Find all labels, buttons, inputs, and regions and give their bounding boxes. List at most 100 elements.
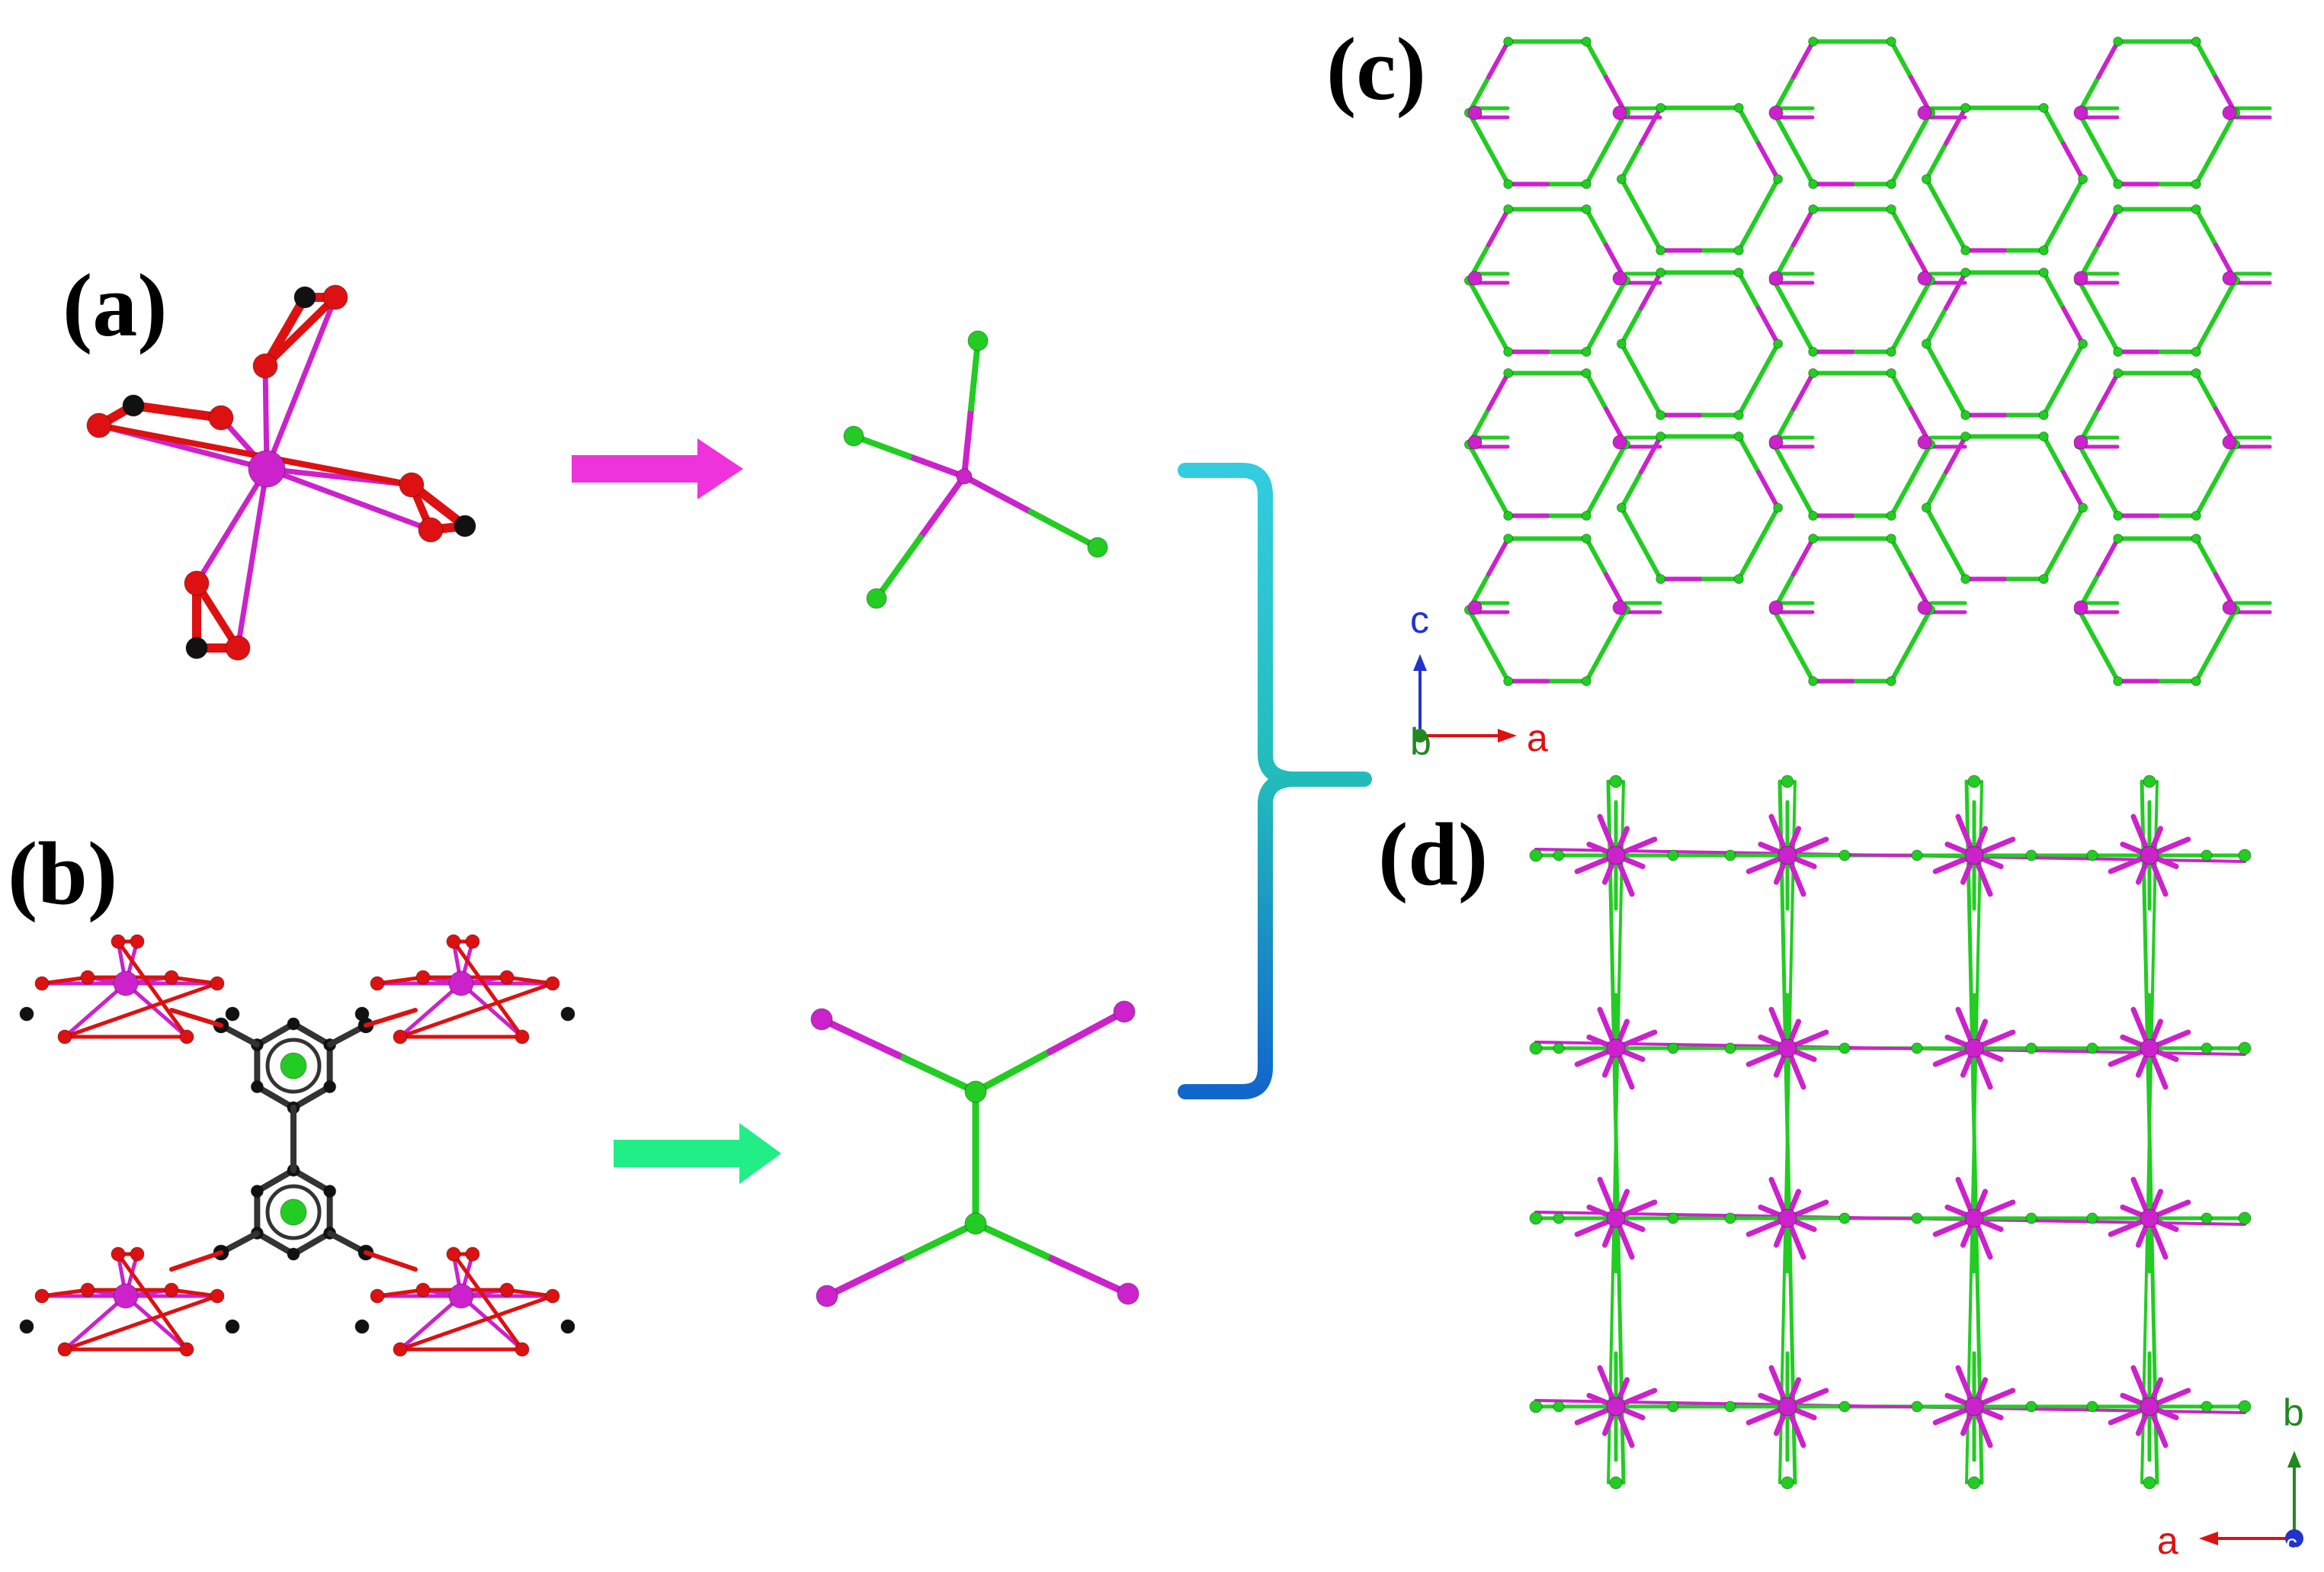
network-edge [2041, 270, 2066, 311]
network-edge [2060, 306, 2085, 346]
network-node [2238, 849, 2252, 862]
network-node [1724, 1400, 1736, 1413]
network-node [1616, 338, 1627, 349]
ring-carbon-atom [287, 1017, 300, 1031]
network-node [1781, 775, 1794, 788]
network-node [1503, 511, 1514, 521]
network-node [1581, 511, 1592, 521]
network-node [1581, 533, 1592, 544]
network-edge [2041, 377, 2066, 418]
oxygen-atom [57, 1342, 72, 1357]
network-node [1529, 1041, 1543, 1055]
network-edge [1603, 442, 1628, 483]
network-node [2143, 1476, 2156, 1490]
carbon-atom [293, 286, 316, 309]
metal-node-atom [1768, 105, 1784, 120]
network-node [1911, 849, 1923, 861]
network-edge [2096, 39, 2120, 80]
panel-b-label: (b) [8, 823, 117, 923]
network-edge [2194, 643, 2218, 684]
network-node [2113, 36, 2124, 47]
metal-node-atom [1467, 600, 1483, 615]
network-edge [1486, 39, 1511, 80]
metal-node-atom [2140, 1397, 2159, 1416]
network-node [1553, 849, 1565, 861]
network-node [1886, 676, 1896, 687]
network-node [1616, 174, 1627, 184]
network-edge [1486, 536, 1511, 577]
metal-node-atom [810, 1008, 833, 1031]
network-node [1724, 1212, 1736, 1224]
metal-node-atom [2073, 105, 2088, 120]
node-link [906, 453, 967, 480]
oxygen-atom [130, 1246, 145, 1262]
carbon-atom [19, 1319, 34, 1334]
oxygen-atom [111, 1246, 126, 1262]
oxygen-atom [179, 1029, 194, 1044]
network-edge [2096, 643, 2120, 684]
oxygen-atom [130, 934, 145, 949]
linker-center-atom [866, 588, 887, 609]
axis-a-label-d: a [2157, 1519, 2178, 1562]
network-node [1656, 267, 1666, 278]
network-edge [2096, 313, 2120, 355]
tetrahedral-node-simplification [843, 330, 1108, 609]
oxygen-atom [164, 970, 179, 985]
axis-b-label-c: b [1410, 720, 1431, 763]
metal-node-atom [1917, 105, 1932, 120]
network-node [2113, 367, 2124, 378]
network-node [2078, 338, 2088, 349]
aromatic-ring [265, 1184, 322, 1240]
metal-node-atom [1768, 600, 1784, 615]
carbon-atom [225, 1006, 240, 1022]
network-edge [1908, 608, 1933, 648]
network-node [2238, 1041, 2252, 1055]
network-edge [1486, 371, 1511, 412]
network-edge [1467, 278, 1492, 319]
network-node [1656, 102, 1666, 113]
oxygen-atom [184, 570, 210, 596]
network-edge [2194, 39, 2218, 80]
node-link [818, 1015, 902, 1059]
network-edge [1944, 434, 1968, 475]
network-node [2038, 245, 2049, 256]
metal-node-atom [1117, 1282, 1140, 1305]
network-node [1503, 367, 1514, 378]
network-node [1773, 338, 1784, 349]
node-link [972, 1220, 1056, 1262]
oxygen-bond [40, 1288, 90, 1298]
oxygen-atom [164, 1282, 179, 1298]
network-node [2113, 511, 2124, 521]
metal-node-atom [1467, 105, 1483, 120]
network-edge [1755, 470, 1781, 510]
network-edge [2060, 177, 2085, 217]
metal-node-atom [2140, 1038, 2159, 1058]
network-edge [1486, 207, 1511, 248]
network-edge [1944, 377, 1968, 418]
metal-atom [113, 970, 139, 996]
carbon-atom [19, 1006, 34, 1022]
metal-node-atom [1768, 271, 1784, 286]
ring-carbon-atom [250, 1080, 264, 1093]
network-edge [2060, 470, 2085, 510]
network-edge [1619, 505, 1644, 546]
network-node [1656, 574, 1666, 585]
network-edge [1584, 313, 1608, 355]
network-edge [1755, 306, 1781, 346]
network-edge [1908, 278, 1933, 319]
oxygen-atom [80, 1282, 95, 1298]
oxygen-bond [451, 1252, 524, 1352]
network-edge [1924, 505, 1949, 546]
panel-c-label: (c) [1326, 19, 1426, 119]
network-edge [1791, 643, 1816, 684]
network-edge [1791, 207, 1816, 248]
axis-a-label-c: a [1527, 717, 1548, 759]
ring-bond [254, 1021, 297, 1048]
carbon-atom [185, 637, 208, 659]
network-edge [2076, 278, 2101, 319]
network-node [1503, 204, 1514, 214]
metal-node-atom [1113, 1000, 1136, 1023]
network-node [1724, 1042, 1736, 1054]
network-edge [1791, 146, 1816, 187]
metal-node-atom [2222, 435, 2237, 450]
